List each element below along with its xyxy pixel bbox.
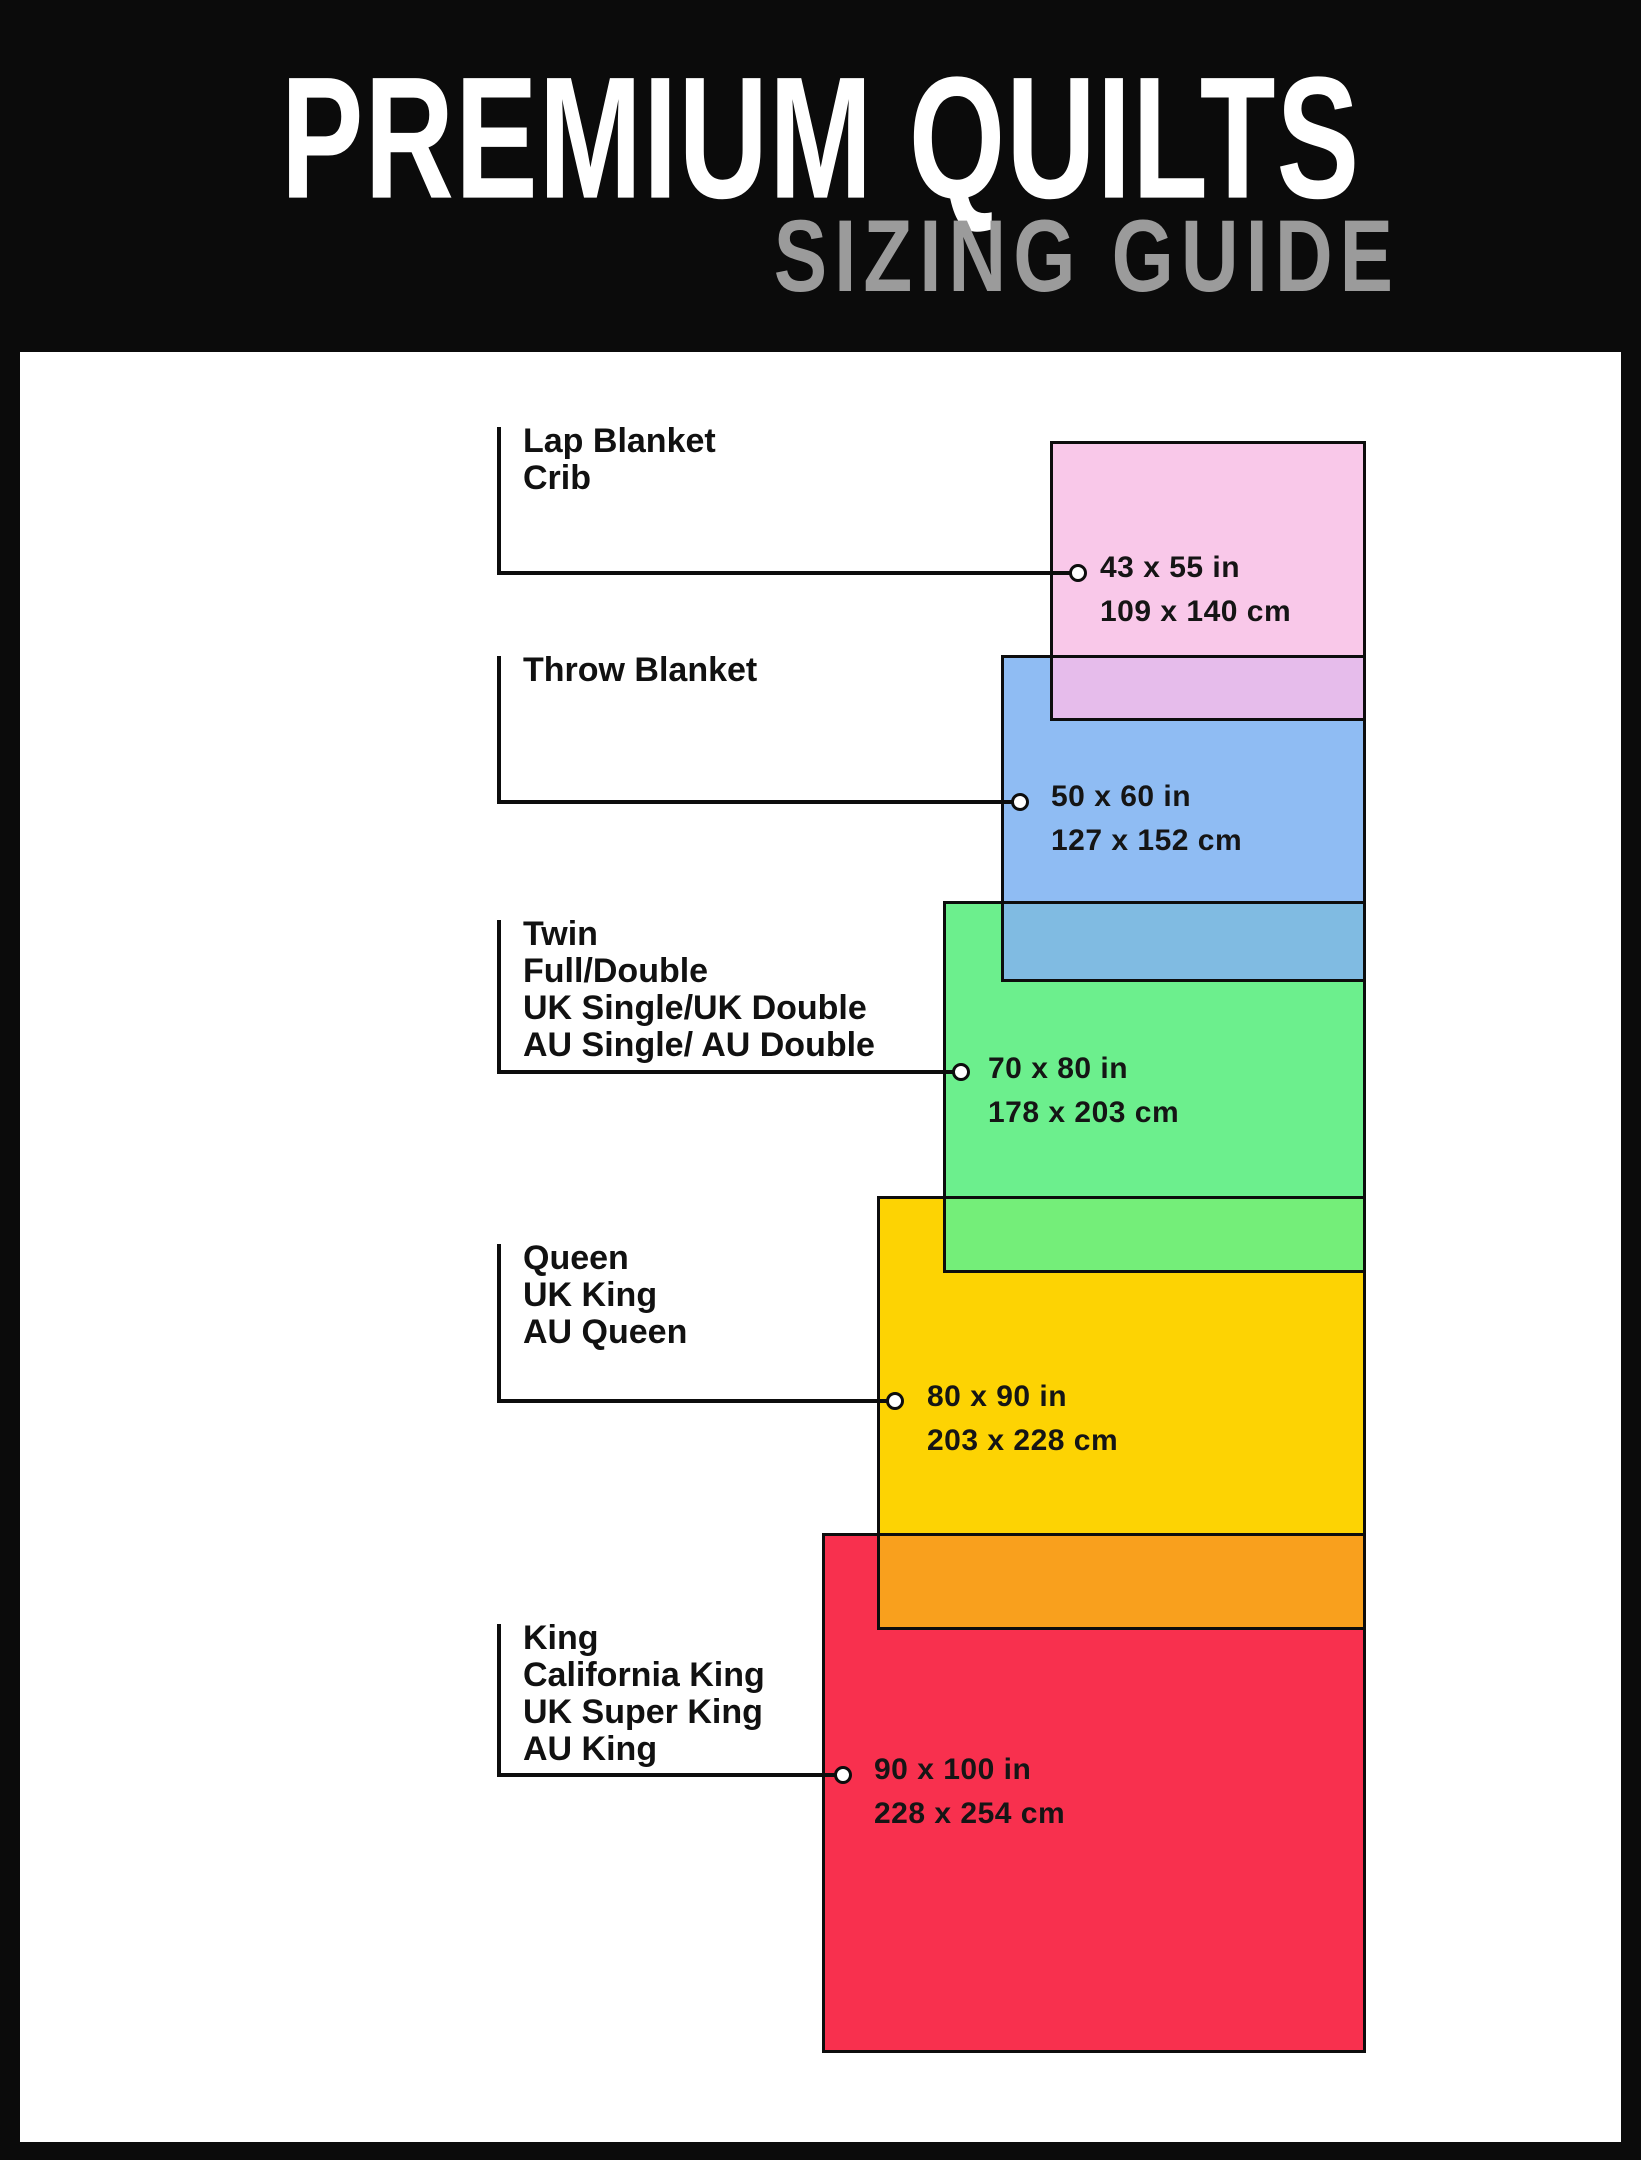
connector-vline-lap-crib [497, 427, 501, 575]
connector-dot-twin-full [952, 1063, 970, 1081]
size-label-line: UK King [523, 1276, 658, 1314]
dimensions-lap-crib: 43 x 55 in 109 x 140 cm [1100, 546, 1291, 634]
dimensions-inches: 43 x 55 in [1100, 551, 1241, 584]
connector-hline-twin-full [497, 1070, 961, 1074]
dimensions-inches: 70 x 80 in [988, 1052, 1129, 1085]
page-subtitle: SIZING GUIDE [773, 198, 1400, 313]
overlap-lap-throw [1050, 655, 1366, 721]
connector-vline-throw [497, 656, 501, 804]
size-label-line: AU Queen [523, 1313, 688, 1351]
dimensions-twin-full: 70 x 80 in 178 x 203 cm [988, 1047, 1179, 1135]
dimensions-throw: 50 x 60 in 127 x 152 cm [1051, 775, 1242, 863]
connector-dot-queen [886, 1392, 904, 1410]
size-label-lap-crib: Lap Blanket Crib [523, 423, 716, 497]
dimensions-cm: 203 x 228 cm [927, 1424, 1119, 1457]
connector-hline-throw [497, 800, 1020, 804]
connector-dot-throw [1011, 793, 1029, 811]
size-label-line: UK Single/UK Double [523, 989, 867, 1027]
size-label-line: Full/Double [523, 952, 709, 990]
connector-vline-twin-full [497, 920, 501, 1074]
connector-dot-lap-crib [1069, 564, 1087, 582]
connector-vline-king [497, 1624, 501, 1777]
connector-hline-queen [497, 1399, 895, 1403]
size-label-line: AU Single/ AU Double [523, 1026, 875, 1064]
overlap-throw-twin [1001, 901, 1366, 982]
size-label-line: UK Super King [523, 1693, 763, 1731]
dimensions-inches: 50 x 60 in [1051, 780, 1192, 813]
connector-dot-king [834, 1766, 852, 1784]
chart-panel [20, 352, 1621, 2142]
overlap-queen-king [877, 1533, 1366, 1630]
dimensions-cm: 109 x 140 cm [1100, 595, 1292, 628]
size-label-line: Lap Blanket [523, 422, 716, 460]
size-label-throw: Throw Blanket [523, 652, 757, 689]
connector-vline-queen [497, 1244, 501, 1403]
page-title: PREMIUM QUILTS [280, 42, 1361, 236]
dimensions-cm: 228 x 254 cm [874, 1797, 1066, 1830]
overlap-twin-queen [943, 1196, 1366, 1273]
size-label-line: Queen [523, 1239, 629, 1277]
dimensions-inches: 80 x 90 in [927, 1380, 1068, 1413]
connector-hline-king [497, 1773, 843, 1777]
size-label-king: King California King UK Super King AU Ki… [523, 1620, 765, 1768]
dimensions-queen: 80 x 90 in 203 x 228 cm [927, 1375, 1118, 1463]
size-label-line: Twin [523, 915, 598, 953]
dimensions-inches: 90 x 100 in [874, 1753, 1032, 1786]
size-label-line: AU King [523, 1730, 658, 1768]
dimensions-cm: 178 x 203 cm [988, 1096, 1180, 1129]
size-label-line: Throw Blanket [523, 651, 758, 689]
size-label-line: Crib [523, 459, 591, 497]
dimensions-king: 90 x 100 in 228 x 254 cm [874, 1748, 1065, 1836]
size-label-queen: Queen UK King AU Queen [523, 1240, 687, 1351]
dimensions-cm: 127 x 152 cm [1051, 824, 1243, 857]
size-label-line: California King [523, 1656, 765, 1694]
connector-hline-lap-crib [497, 571, 1078, 575]
size-label-line: King [523, 1619, 599, 1657]
size-label-twin-full: Twin Full/Double UK Single/UK Double AU … [523, 916, 875, 1064]
